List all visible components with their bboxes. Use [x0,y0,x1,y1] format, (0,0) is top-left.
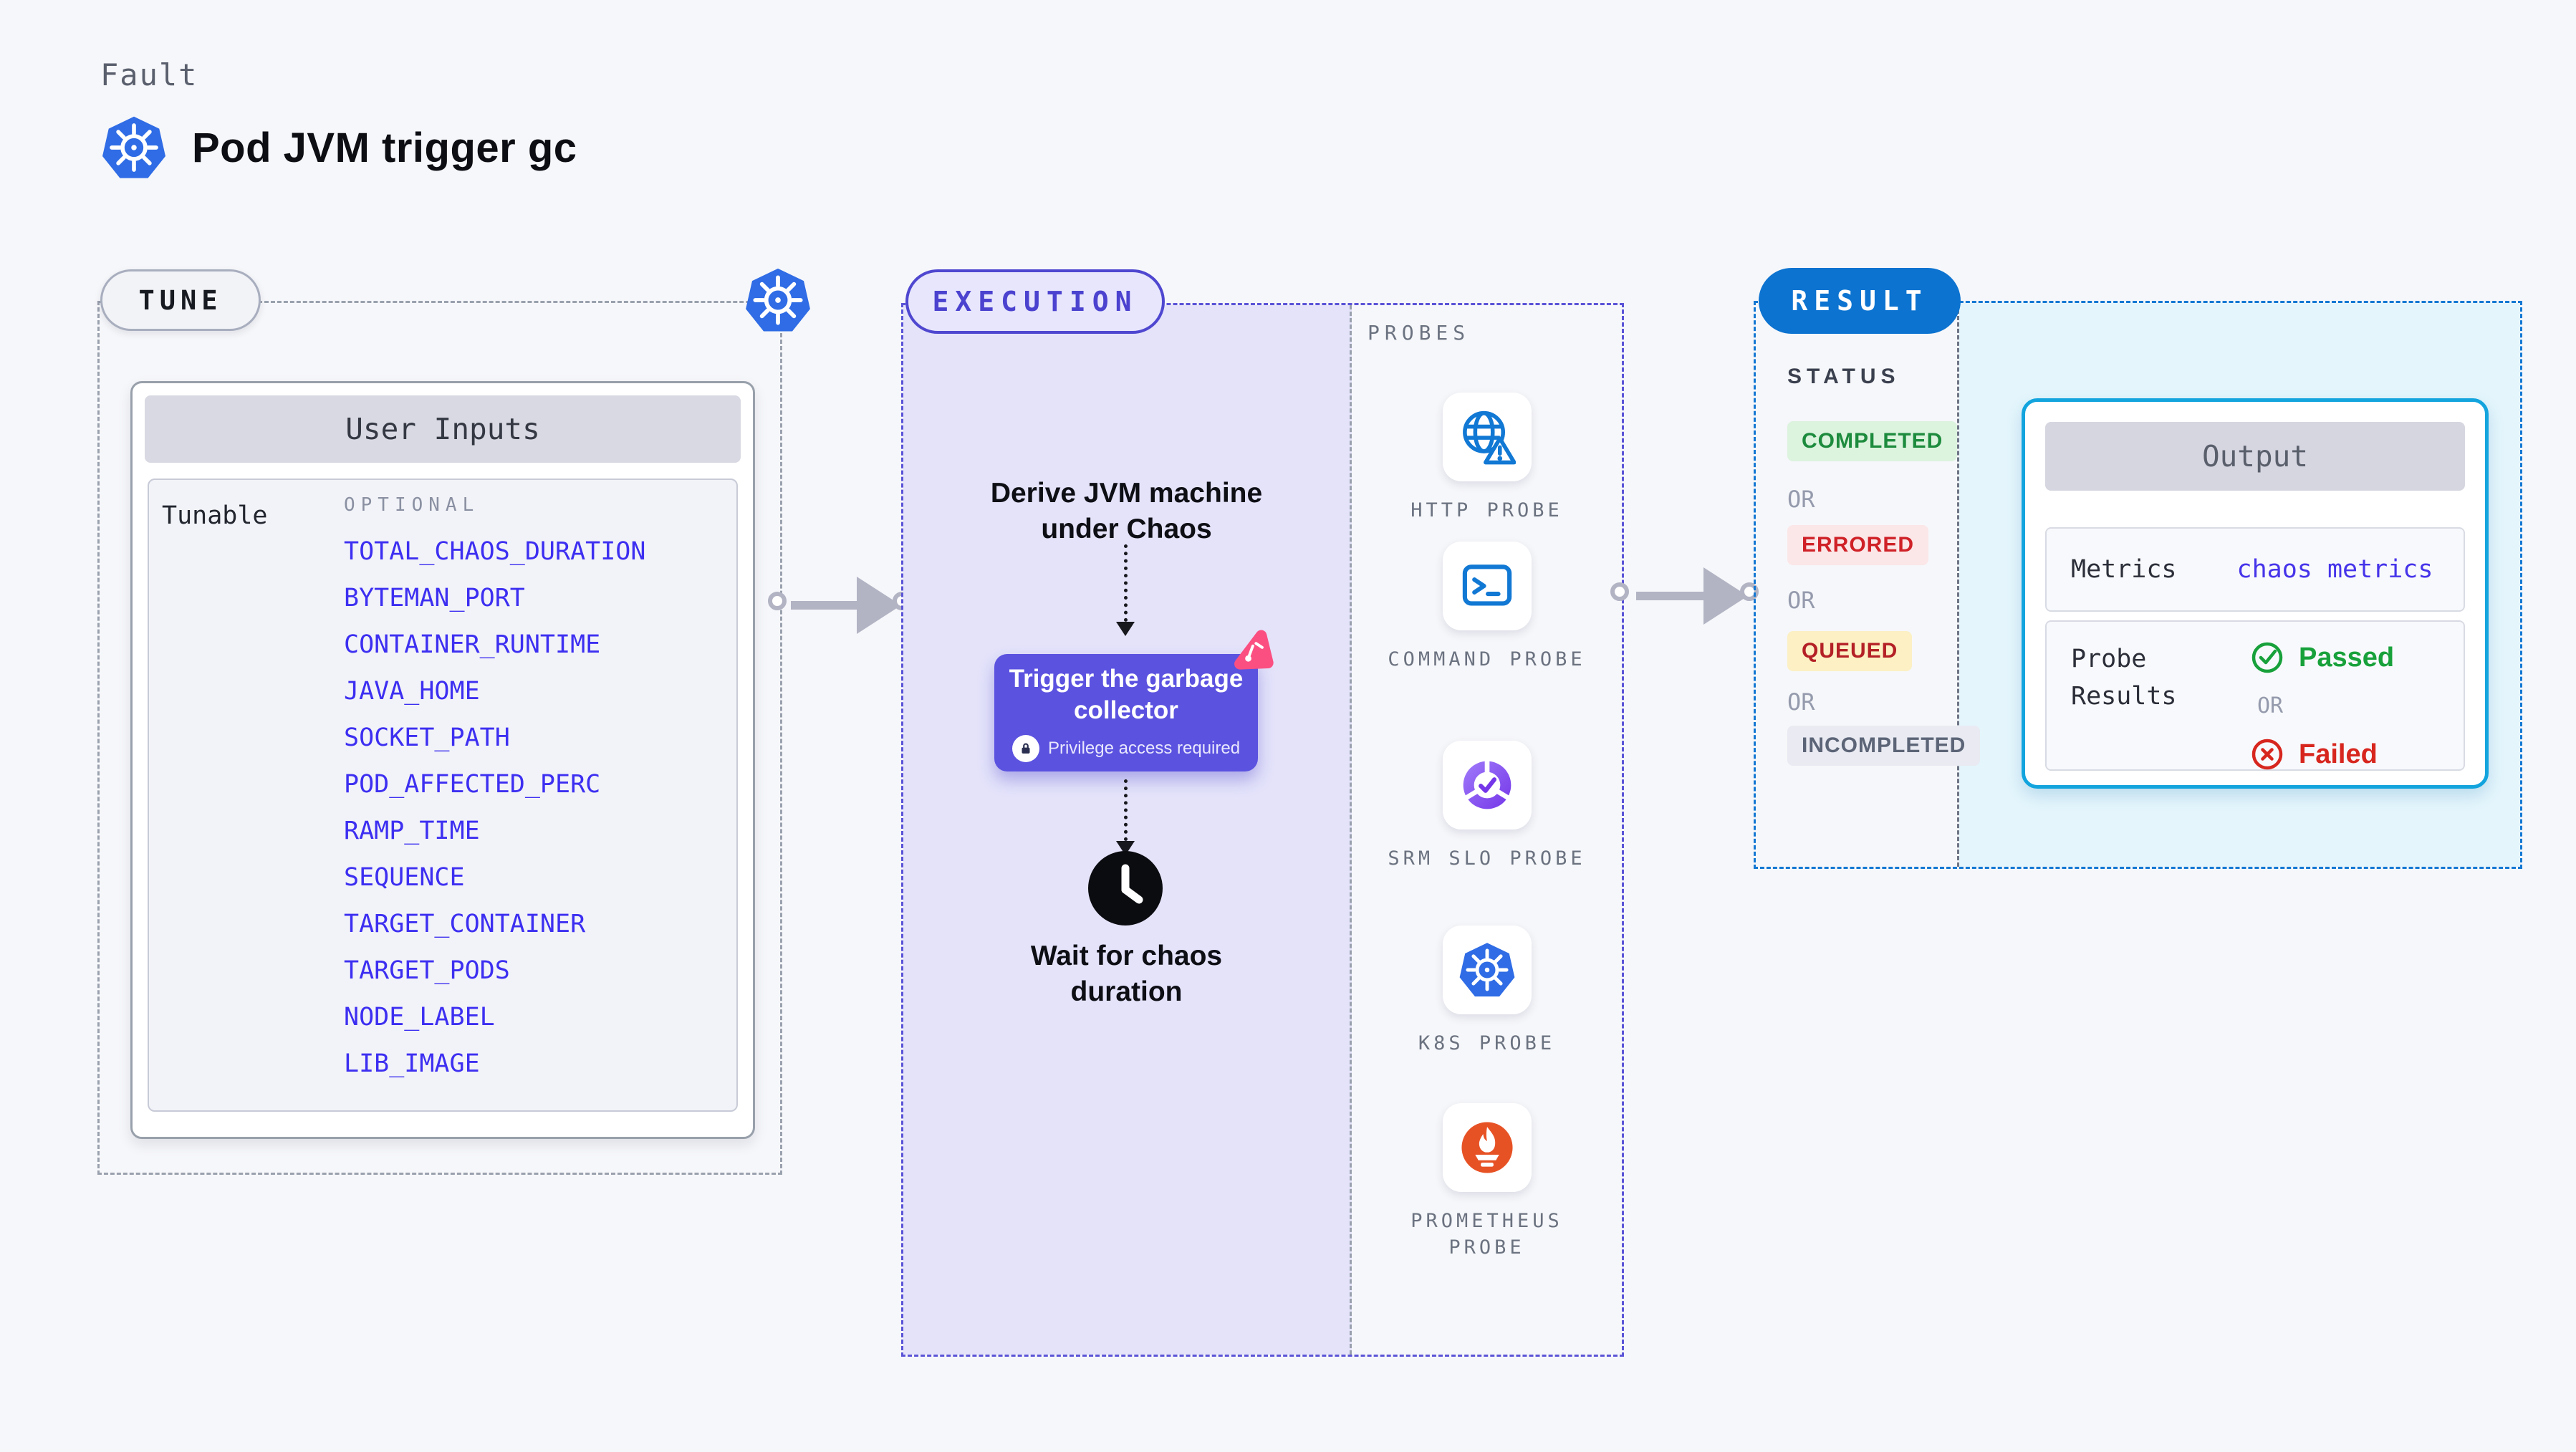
metrics-row: Metrics chaos metrics [2045,527,2465,612]
page-title: Pod JVM trigger gc [192,124,577,171]
trigger-gc-line2: collector [1074,696,1178,724]
tune-badge[interactable]: TUNE [100,269,261,331]
execution-lane: Derive JVM machine under Chaos Trigger t… [903,305,1352,1355]
probe-name: HTTP PROBE [1410,499,1563,521]
status-separator [1957,303,1959,867]
probe-results-label: Probe Results [2071,640,2211,751]
derive-step-line1: Derive JVM machine [990,478,1263,509]
probes-label: PROBES [1368,321,1471,345]
probe-results-line2: Results [2071,682,2177,711]
param-item: BYTEMAN_PORT [344,584,525,612]
status-badge-completed: COMPLETED [1787,421,1958,461]
probe-results-line1: Probe [2071,645,2147,673]
flow-dotted-line [1124,544,1128,622]
prometheus-flame-icon [1461,1122,1513,1173]
param-item: TOTAL_CHAOS_DURATION [344,537,646,566]
param-item: SOCKET_PATH [344,723,510,752]
trigger-gc-button[interactable]: Trigger the garbage collector Privilege … [994,654,1258,771]
probe-name: K8S PROBE [1418,1032,1556,1054]
metrics-label: Metrics [2071,555,2177,584]
param-item: NODE_LABEL [344,1003,495,1032]
probe-item-prometheus: PROMETHEUS PROBE [1352,1103,1622,1261]
arrow-line [791,601,860,610]
arrow-line [1636,592,1706,600]
trigger-gc-line1: Trigger the garbage [1009,665,1244,693]
tune-section-box [97,301,782,1175]
fault-kicker: Fault [100,57,198,92]
param-item: SEQUENCE [344,863,465,892]
connector-dot [768,592,787,610]
failed-line: Failed [2250,737,2394,771]
status-badge-errored: ERRORED [1787,525,1929,565]
kubernetes-icon [744,265,812,335]
param-item: LIB_IMAGE [344,1049,480,1078]
flow-dotted-line [1124,779,1128,841]
lock-icon [1011,735,1039,762]
arrow-head-icon [1116,622,1135,636]
probe-item-srm-slo: SRM SLO PROBE [1352,741,1622,872]
param-item: TARGET_PODS [344,956,510,985]
status-column: STATUS COMPLETED OR ERRORED OR QUEUED OR… [1756,303,1981,867]
execution-section-box: Derive JVM machine under Chaos Trigger t… [901,303,1624,1357]
output-header: Output [2045,422,2465,491]
terminal-icon [1462,564,1512,606]
privilege-note: Privilege access required [1047,739,1241,758]
probe-item-command: COMMAND PROBE [1352,542,1622,673]
slo-donut-check-icon [1463,759,1511,809]
user-inputs-header: User Inputs [145,395,741,463]
or-label: OR [1787,688,1815,716]
user-inputs-body [148,479,738,1112]
kubernetes-icon [100,113,168,182]
or-label: OR [1787,486,1815,513]
optional-label: OPTIONAL [344,494,480,516]
param-item: CONTAINER_RUNTIME [344,630,601,659]
param-list: OPTIONAL TOTAL_CHAOS_DURATION BYTEMAN_PO… [344,494,645,1096]
wait-step-label: Wait for chaos duration [903,938,1350,1010]
status-badge-incompleted: INCOMPLETED [1787,726,1981,766]
check-circle-icon [2251,642,2283,673]
derive-step-line2: under Chaos [1041,514,1212,544]
probe-results-values: Passed OR Failed [2250,640,2394,770]
result-badge[interactable]: RESULT [1759,268,1961,334]
status-label: STATUS [1787,365,1900,388]
prometheus-probe-card[interactable] [1442,1103,1532,1192]
param-item: POD_AFFECTED_PERC [344,770,601,799]
wait-step-line2: duration [1070,976,1183,1007]
param-item: JAVA_HOME [344,677,480,706]
execution-badge[interactable]: EXECUTION [905,269,1165,334]
probe-name: COMMAND PROBE [1388,648,1586,670]
chaos-experiment-icon [1234,630,1274,670]
passed-line: Passed [2250,640,2394,675]
connector-dot [1610,582,1629,601]
x-circle-icon [2251,739,2283,770]
http-probe-card[interactable] [1442,393,1532,481]
k8s-probe-card[interactable] [1442,925,1532,1014]
param-item: RAMP_TIME [344,817,480,845]
param-item: TARGET_CONTAINER [344,910,586,938]
kubernetes-icon [1458,941,1517,999]
probes-lane: PROBES HTTP PROBE [1352,305,1622,1355]
probe-name: SRM SLO PROBE [1388,847,1586,870]
globe-warning-icon [1462,410,1516,465]
probe-item-http: HTTP PROBE [1352,393,1622,524]
or-label: OR [1787,587,1815,614]
probe-name: PROMETHEUS PROBE [1410,1210,1563,1259]
tunable-label: Tunable [162,501,268,530]
passed-label: Passed [2299,642,2395,673]
wait-clock-icon [1088,851,1163,925]
privilege-note-row: Privilege access required [1011,735,1241,762]
probe-results-row: Probe Results Passed OR Fai [2045,620,2465,771]
status-badge-queued: QUEUED [1787,631,1913,671]
derive-step-label: Derive JVM machine under Chaos [903,476,1350,547]
metrics-value: chaos metrics [2236,555,2433,584]
failed-label: Failed [2299,739,2378,769]
output-card: Output Metrics chaos metrics Probe Resul… [2022,398,2489,789]
command-probe-card[interactable] [1442,542,1532,630]
page-title-row: Pod JVM trigger gc [100,113,577,182]
or-label: OR [2257,693,2284,718]
wait-step-line1: Wait for chaos [1030,941,1223,971]
probe-item-k8s: K8S PROBE [1352,925,1622,1057]
srm-slo-probe-card[interactable] [1442,741,1532,830]
